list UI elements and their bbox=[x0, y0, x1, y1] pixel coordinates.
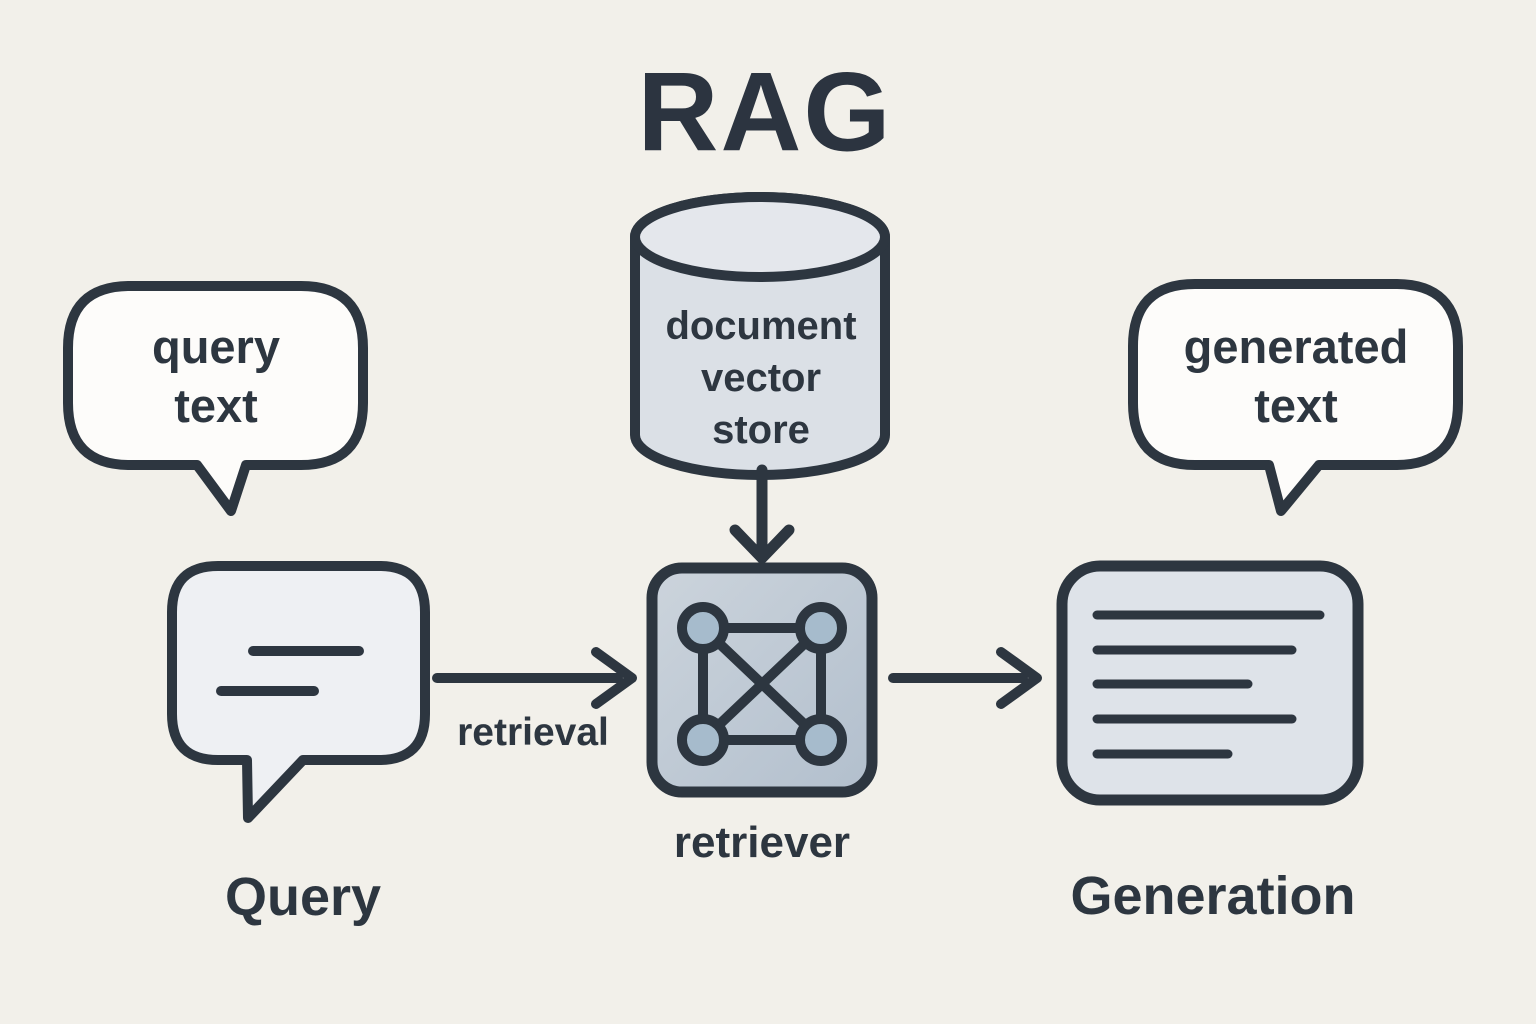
query-speech-bubble-icon bbox=[63, 281, 368, 516]
generated-speech-bubble-icon bbox=[1128, 279, 1463, 516]
document-icon bbox=[1056, 560, 1364, 806]
retrieval-edge-label: retrieval bbox=[457, 711, 609, 754]
retriever-caption: retriever bbox=[673, 818, 851, 867]
network-graph-icon bbox=[677, 602, 847, 766]
retriever-box bbox=[646, 562, 878, 798]
vector-store-label: document vector store bbox=[665, 304, 857, 452]
arrow-down-icon bbox=[729, 464, 795, 564]
query-bubble-label: query text bbox=[152, 320, 280, 432]
database-icon bbox=[630, 192, 890, 480]
arrow-right-generation-icon bbox=[888, 647, 1042, 709]
arrow-right-retrieval-icon bbox=[432, 647, 637, 709]
diagram-title: RAG bbox=[637, 49, 893, 175]
chat-bubble-icon bbox=[167, 561, 430, 823]
generated-bubble-label: generated text bbox=[1183, 320, 1409, 432]
query-caption: Query bbox=[224, 867, 382, 927]
generation-caption: Generation bbox=[1070, 866, 1356, 926]
